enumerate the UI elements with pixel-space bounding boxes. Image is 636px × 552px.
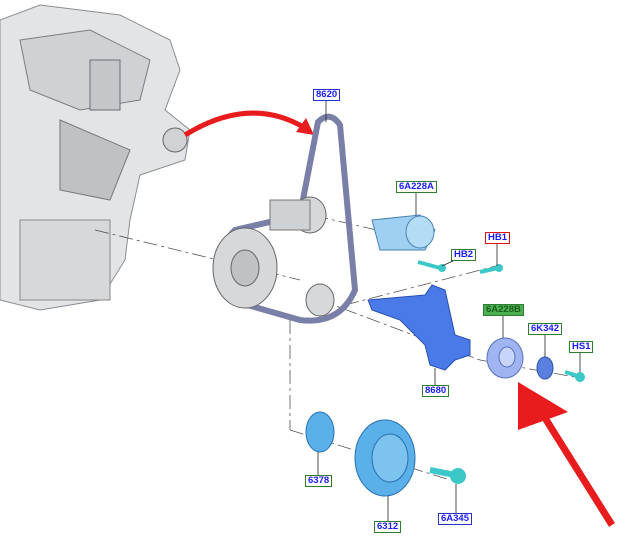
label-crank-pulley[interactable]: 6312: [374, 521, 402, 533]
idler-pulleys: [269, 196, 335, 317]
label-pulley-bolt[interactable]: 6A345: [438, 513, 472, 525]
washer-6k342: [536, 356, 554, 380]
engine-block: [0, 4, 191, 311]
pointer-arrow-large: [518, 382, 615, 527]
label-bolt-hb1[interactable]: HB1: [485, 232, 511, 244]
bolt-hb1: [479, 264, 503, 274]
spacer-6378: [305, 411, 335, 453]
pulley-bolt-6a345: [429, 467, 466, 484]
label-spacer[interactable]: 6378: [305, 475, 333, 487]
pointer-arrow-curved: [183, 110, 307, 138]
crank-pulley-6312: [354, 419, 416, 497]
label-tensioner-b[interactable]: 6A228B: [483, 304, 524, 316]
label-bolt-hb2[interactable]: HB2: [451, 249, 477, 261]
bolt-hs1: [564, 370, 585, 382]
label-belt[interactable]: 8620: [313, 89, 341, 101]
label-tensioner-a[interactable]: 6A228A: [396, 181, 437, 193]
bracket-8680: [367, 284, 471, 371]
tensioner-6a228b: [486, 337, 524, 379]
label-bolt-hs1[interactable]: HS1: [569, 341, 594, 353]
bolt-hb2: [417, 260, 446, 272]
tensioner-6a228a: [371, 214, 436, 251]
label-bracket[interactable]: 8680: [422, 385, 450, 397]
label-washer[interactable]: 6K342: [528, 323, 562, 335]
crank-pulley-engine: [212, 227, 278, 309]
